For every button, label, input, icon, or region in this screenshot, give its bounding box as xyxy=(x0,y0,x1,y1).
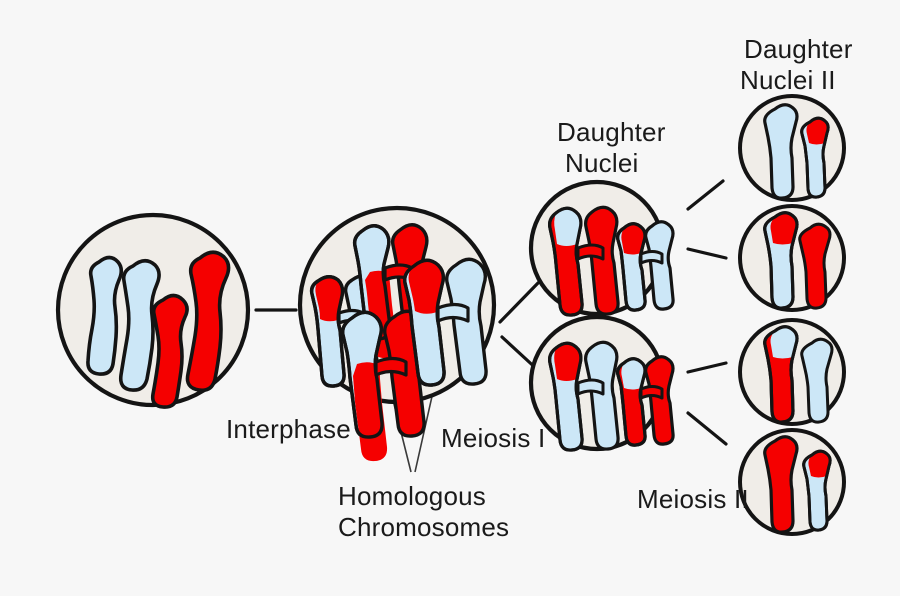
meiosis-one-cell[interactable] xyxy=(297,205,497,462)
chromatid-long-red-blue-tip xyxy=(763,325,799,424)
interphase-cell[interactable] xyxy=(55,212,251,409)
connector-group xyxy=(254,179,728,446)
chromosome-red-long xyxy=(185,250,231,393)
chromatid-outline xyxy=(763,211,799,310)
chromatid-outline xyxy=(802,449,832,532)
chromatid-left-outline xyxy=(616,222,647,312)
chromatid-short-blue-red-tip xyxy=(800,116,830,199)
chromatid-left-red-tip xyxy=(621,223,645,255)
chromatid-right xyxy=(644,220,675,311)
connector-daughter-bottom-to-nucleus-ii-3 xyxy=(686,361,728,374)
connector-meiosis-one-to-daughter-top xyxy=(498,281,540,324)
chromatid-left-outline xyxy=(548,206,584,317)
label-meiosis-two: Meiosis II xyxy=(637,484,749,514)
centromere-bridge xyxy=(639,250,664,265)
label-daughter-nuclei-ii-line2: Nuclei II xyxy=(740,65,836,95)
chromatid-outline xyxy=(763,325,799,424)
daughter-nucleus-ii-3[interactable] xyxy=(738,318,846,426)
chromatid-right xyxy=(644,355,675,446)
chromatid-left-outline xyxy=(548,341,584,452)
daughter-nucleus-bottom[interactable] xyxy=(528,314,675,452)
daughter-nucleus-top[interactable] xyxy=(528,179,675,317)
centromere-bridge xyxy=(436,302,470,323)
centromere-bridge xyxy=(576,243,605,261)
chromatid-red-tip xyxy=(808,451,831,478)
chromatid-left-blue-tip xyxy=(554,208,581,246)
chromatid-left-outline xyxy=(403,258,446,387)
centromere-bridge xyxy=(639,385,664,400)
label-meiosis-one: Meiosis I xyxy=(441,423,545,453)
chromosome-blue-long xyxy=(86,255,124,376)
label-interphase: Interphase xyxy=(226,414,351,444)
chromatid-right xyxy=(584,340,620,451)
chromatid-short-blue-red-tip xyxy=(802,449,832,532)
connector-daughter-top-to-nucleus-ii-2 xyxy=(686,247,728,260)
chromatid-red-tip xyxy=(806,118,829,145)
connector-daughter-bottom-to-nucleus-ii-4 xyxy=(686,411,728,446)
chromatid-long-blue-red-tip xyxy=(763,211,799,310)
chromatid-left-red-upper xyxy=(408,260,444,314)
chromatid-long-blue xyxy=(763,103,799,200)
label-homologous-chromosomes-line1: Homologous xyxy=(338,481,486,511)
tetrad-right xyxy=(403,257,488,387)
label-homologous-chromosomes-line2: Chromosomes xyxy=(338,512,509,542)
chromatid-left-blue-tip xyxy=(621,358,645,390)
chromosome-large-red-blue-tips xyxy=(548,205,620,317)
chromatid-short-blue xyxy=(800,337,834,424)
centromere-bridge xyxy=(374,356,408,377)
label-daughter-nuclei-line1: Daughter xyxy=(557,117,666,147)
chromatid-long-red xyxy=(763,435,799,534)
daughter-nucleus-ii-1[interactable] xyxy=(738,94,846,202)
chromatid-outline xyxy=(800,116,830,199)
chromosome-small-blue-red-tip xyxy=(616,220,675,312)
chromatid-right xyxy=(584,205,620,316)
chromosome-blue-longer xyxy=(118,258,161,392)
chromatid-short-red xyxy=(798,222,832,310)
label-daughter-nuclei-ii-line1: Daughter xyxy=(744,34,853,64)
chromatid-left-outline xyxy=(309,275,346,388)
chromosome-red-short xyxy=(150,293,189,409)
daughter-nucleus-ii-2[interactable] xyxy=(738,204,846,312)
daughter-nucleus-ii-4[interactable] xyxy=(738,428,846,536)
chromosome-large-blue-red-tip xyxy=(548,340,620,452)
chromatid-left-outline xyxy=(341,310,384,439)
chromatid-left-outline xyxy=(616,357,647,447)
chromatid-red-tip xyxy=(770,212,797,245)
chromatid-left-red-tip xyxy=(554,343,581,381)
chromatid-left-red-segment xyxy=(315,276,343,322)
chromatid-blue-tip xyxy=(770,326,797,359)
connector-daughter-top-to-nucleus-ii-1 xyxy=(686,179,725,211)
chromosome-small-red-blue-tip xyxy=(616,355,675,447)
centromere-bridge xyxy=(576,378,605,396)
label-daughter-nuclei-line2: Nuclei xyxy=(565,148,638,178)
